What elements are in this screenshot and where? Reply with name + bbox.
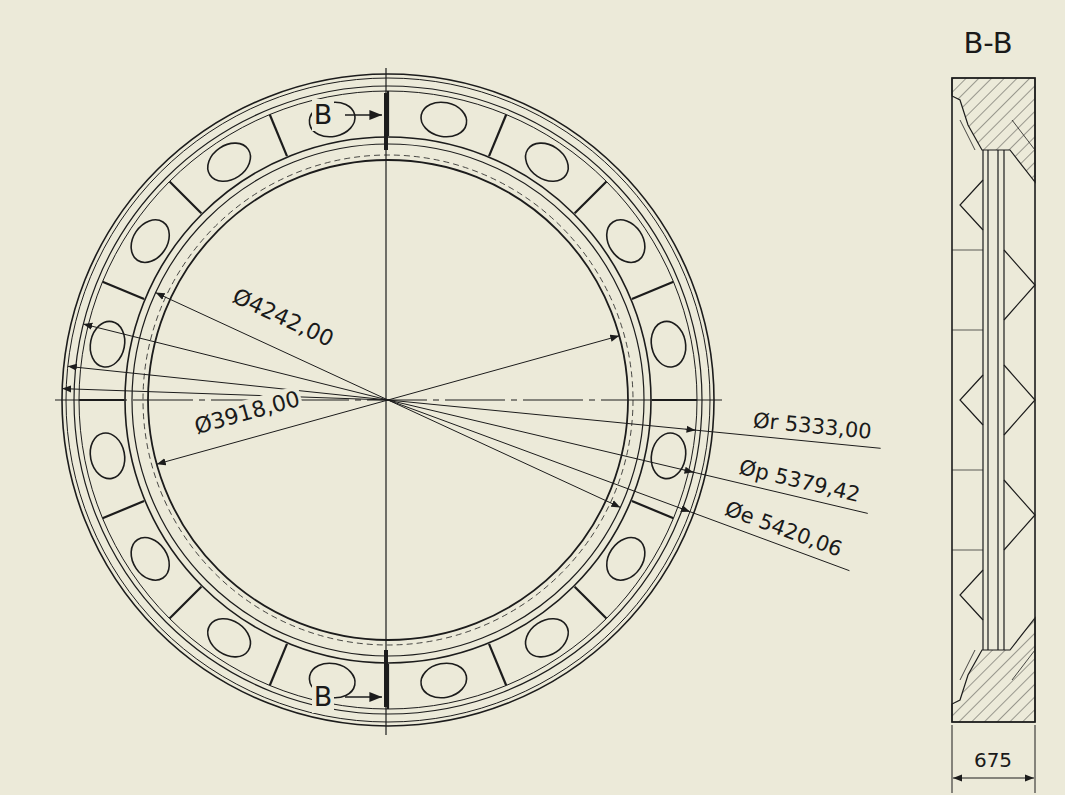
dimension-text: 675 — [972, 749, 1014, 772]
rib — [270, 644, 287, 686]
dimension-text: Ø4242,00 — [227, 283, 340, 353]
lightening-hole — [201, 611, 258, 665]
dimension-arrow — [686, 429, 696, 431]
extension-line — [1035, 725, 1036, 793]
lightening-hole — [518, 135, 575, 189]
lightening-hole — [418, 98, 470, 140]
lightening-hole — [86, 430, 128, 482]
web-plate — [1003, 150, 1004, 650]
lightening-hole — [647, 430, 689, 482]
section-edge — [1012, 650, 1035, 680]
hatched-flange — [952, 78, 1035, 182]
section-edge — [960, 120, 975, 150]
section-letter: B — [312, 681, 335, 712]
dimension-arrow — [681, 508, 690, 511]
rib-profile — [1004, 250, 1035, 320]
lightening-hole — [306, 98, 358, 140]
rib — [103, 501, 145, 518]
lightening-hole — [201, 135, 258, 189]
section-view — [952, 78, 1035, 793]
dimension-line — [68, 366, 388, 400]
section-edge — [952, 250, 983, 251]
lightening-hole — [647, 318, 689, 370]
rib — [270, 115, 287, 157]
dimension-text: Øp 5379,42 — [735, 455, 865, 508]
dimension-text: Ør 5333,00 — [750, 408, 874, 444]
section-edge — [960, 650, 975, 680]
section-arrow — [345, 696, 382, 697]
ring-view — [55, 68, 881, 735]
dimension-line — [83, 324, 388, 400]
rib-profile — [960, 375, 983, 425]
dimension-line — [953, 778, 1034, 779]
dimension-line — [62, 389, 388, 400]
web-plate — [982, 150, 983, 650]
rib — [489, 644, 506, 686]
lightening-hole — [418, 659, 470, 701]
dimension-line — [388, 400, 881, 448]
extension-line — [952, 725, 953, 793]
section-edge — [952, 550, 983, 551]
section-line — [384, 93, 388, 150]
rib-profile — [1004, 365, 1035, 435]
web-plate — [997, 150, 998, 650]
view-title: B-B — [961, 27, 1014, 60]
section-line — [384, 650, 388, 707]
section-edge — [952, 330, 983, 331]
rib — [632, 282, 674, 299]
hatched-flange — [952, 618, 1035, 722]
rib — [170, 587, 202, 619]
lightening-hole — [123, 530, 177, 587]
rib — [489, 115, 506, 157]
rib-profile — [960, 180, 983, 230]
lightening-hole — [123, 213, 177, 270]
section-arrow — [345, 114, 382, 115]
rib — [103, 282, 145, 299]
center-line — [385, 68, 386, 735]
dimension-arrow — [684, 470, 694, 472]
rib — [575, 182, 607, 214]
rib — [170, 182, 202, 214]
rib — [79, 399, 124, 401]
rib — [652, 399, 697, 401]
section-letter: B — [312, 99, 335, 130]
rib-profile — [960, 570, 983, 620]
section-edge — [952, 470, 983, 471]
section-edge — [1012, 120, 1035, 150]
web-plate — [987, 150, 988, 650]
lightening-hole — [518, 611, 575, 665]
lightening-hole — [599, 530, 653, 587]
section-outline — [952, 78, 1035, 722]
rib — [575, 587, 607, 619]
rib-profile — [1004, 480, 1035, 550]
lightening-hole — [599, 213, 653, 270]
dimension-text: Øe 5420,06 — [719, 496, 846, 563]
